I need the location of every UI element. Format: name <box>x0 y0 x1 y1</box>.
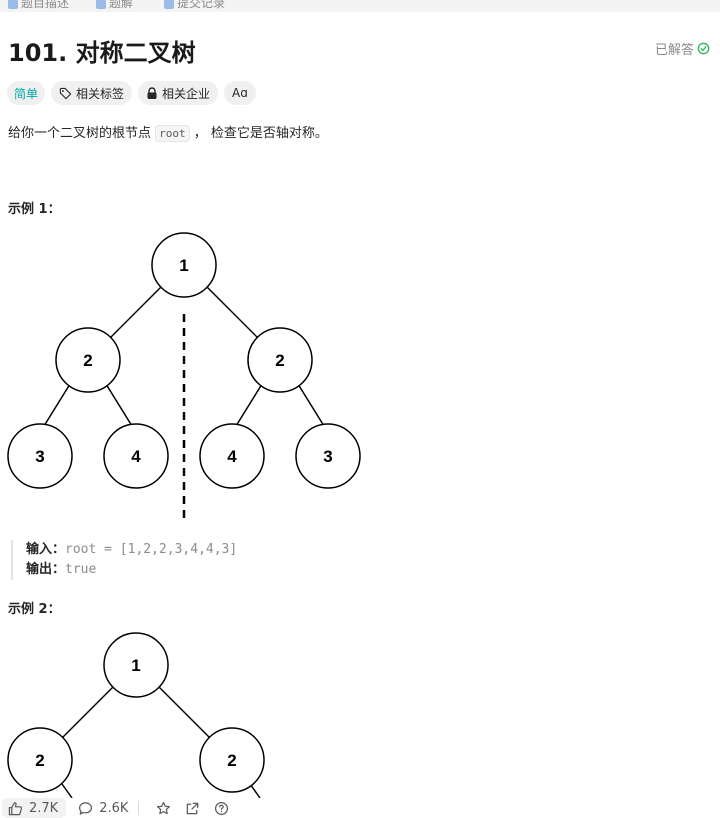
comment-count: 2.6K <box>99 800 129 816</box>
tree-node: 3 <box>7 423 73 489</box>
svg-text:2: 2 <box>227 751 236 770</box>
svg-text:1: 1 <box>179 256 188 275</box>
flask-icon <box>96 0 106 9</box>
tree-node: 2 <box>199 727 265 793</box>
tab-description[interactable]: 题目描述 <box>8 0 69 11</box>
tag-icon <box>59 87 72 99</box>
tree-edge <box>61 685 115 739</box>
question-circle-icon <box>215 801 229 815</box>
tree-edge <box>205 285 259 339</box>
tab-solutions[interactable]: 题解 <box>96 0 133 11</box>
related-companies-button[interactable]: 相关企业 <box>138 81 219 105</box>
tree-node: 3 <box>295 423 361 489</box>
svg-text:2: 2 <box>35 751 44 770</box>
tree-node: 1 <box>103 632 169 698</box>
tree-edge <box>157 685 211 739</box>
svg-text:4: 4 <box>227 447 237 466</box>
solved-status: 已解答 <box>655 39 710 58</box>
tab-submissions[interactable]: 提交记录 <box>164 0 225 11</box>
thumbs-up-icon <box>8 801 23 815</box>
tree-node: 4 <box>199 423 265 489</box>
tree-node: 2 <box>55 327 121 393</box>
example-1-io: 输入：root = [1,2,2,3,4,4,3] 输出：true <box>11 540 237 580</box>
problem-description: 给你一个二叉树的根节点 root ， 检查它是否轴对称。 <box>8 125 328 142</box>
svg-text:3: 3 <box>35 447 44 466</box>
translate-icon: Aɑ <box>232 86 248 100</box>
document-icon <box>8 0 18 9</box>
difficulty-badge[interactable]: 简单 <box>7 81 46 105</box>
svg-text:3: 3 <box>323 447 332 466</box>
history-icon <box>164 0 174 9</box>
breadcrumb-bar: 题目描述 题解 提交记录 <box>0 0 720 12</box>
tree-edge <box>61 783 73 799</box>
tree-node: 2 <box>247 327 313 393</box>
example-2-title: 示例 2： <box>8 602 61 617</box>
example-1-title: 示例 1： <box>8 202 61 217</box>
comments-button[interactable]: 2.6K <box>78 798 128 818</box>
example-2-tree-image: 1 2 2 <box>7 632 265 799</box>
tree-edge <box>235 383 263 427</box>
example-1-input: 输入：root = [1,2,2,3,4,4,3] <box>26 542 238 557</box>
svg-text:2: 2 <box>83 351 92 370</box>
external-link-icon <box>187 802 199 814</box>
tree-edge <box>249 783 261 799</box>
action-bar: 2.7K 2.6K <box>0 798 720 818</box>
favorite-button[interactable] <box>156 801 171 816</box>
example-1-output: 输出：true <box>26 562 97 577</box>
help-button[interactable] <box>214 801 229 816</box>
tree-edge <box>105 383 133 427</box>
tree-node: 4 <box>103 423 169 489</box>
like-count: 2.7K <box>29 800 59 816</box>
like-button[interactable]: 2.7K <box>2 798 67 818</box>
tree-edge <box>43 383 71 427</box>
tag-row: 简单 相关标签 相关企业 Aɑ <box>7 81 256 105</box>
share-button[interactable] <box>185 801 200 816</box>
tree-node: 2 <box>7 727 73 793</box>
divider <box>138 801 140 815</box>
svg-text:4: 4 <box>131 447 141 466</box>
lock-icon <box>147 86 157 99</box>
svg-text:2: 2 <box>275 351 284 370</box>
inline-code: root <box>155 125 190 142</box>
translate-button[interactable]: Aɑ <box>224 81 256 105</box>
solved-status-label: 已解答 <box>654 43 694 58</box>
tree-edge <box>297 383 325 427</box>
example-1-tree-image: 1 2 2 3 4 4 3 <box>7 232 361 522</box>
tree-node: 1 <box>151 232 217 298</box>
comment-icon <box>79 801 93 815</box>
problem-title: 101. 对称二叉树 <box>8 39 196 67</box>
svg-text:1: 1 <box>131 656 140 675</box>
check-circle-icon <box>697 42 710 55</box>
star-icon <box>157 801 171 814</box>
related-tags-button[interactable]: 相关标签 <box>51 81 133 105</box>
tree-edge <box>109 285 163 339</box>
